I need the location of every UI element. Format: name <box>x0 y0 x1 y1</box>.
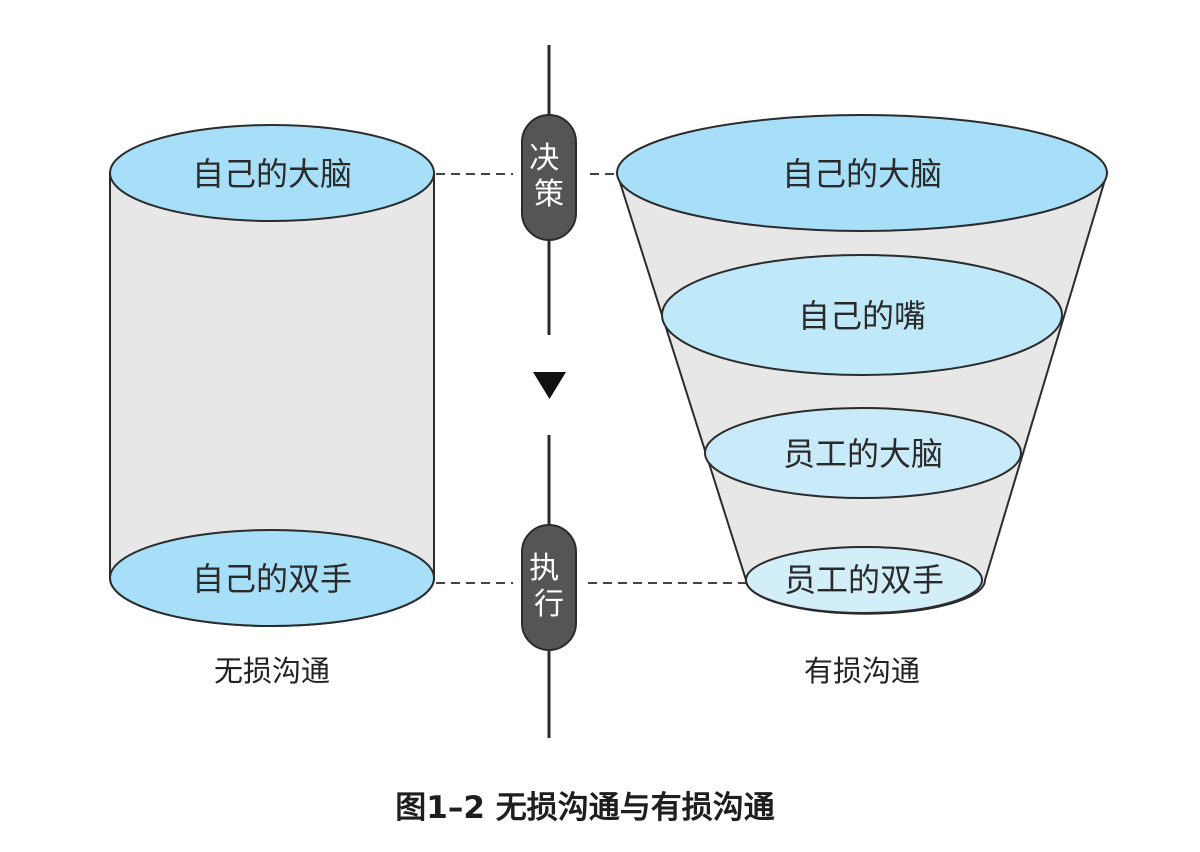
lossless-cylinder: 自己的大脑 自己的双手 无损沟通 <box>109 124 435 688</box>
decision-char-1: 决 <box>529 141 559 176</box>
cylinder-bottom-ellipse <box>109 529 435 627</box>
figure-title: 图1–2 无损沟通与有损沟通 <box>395 790 774 826</box>
cylinder-bottom-label: 自己的双手 <box>192 560 352 598</box>
cylinder-top-ellipse <box>109 124 435 222</box>
execution-char-1: 执 <box>529 551 559 586</box>
lossy-funnel: 自己的大脑 自己的嘴 员工的大脑 员工的双手 有损沟通 <box>615 114 1109 688</box>
lossless-caption: 无损沟通 <box>214 654 330 688</box>
funnel-layer-4-ellipse <box>745 546 983 614</box>
funnel-layer-3-ellipse <box>704 407 1022 499</box>
execution-pill: 执 行 <box>521 524 577 651</box>
funnel-layer-4-label: 员工的双手 <box>784 561 944 599</box>
cylinder-top-label: 自己的大脑 <box>192 155 352 193</box>
lossy-caption: 有损沟通 <box>804 654 920 688</box>
decision-pill-label: 决 策 <box>529 141 569 212</box>
execution-char-2: 行 <box>534 587 564 622</box>
center-axis: 决 策 执 行 <box>436 45 746 738</box>
down-triangle-icon <box>533 372 566 399</box>
funnel-layer-2-label: 自己的嘴 <box>798 297 926 335</box>
funnel-layer-3-label: 员工的大脑 <box>783 435 943 473</box>
funnel-layer-1-ellipse <box>616 114 1108 232</box>
decision-pill: 决 策 <box>521 114 577 241</box>
funnel-layer-1-label: 自己的大脑 <box>782 155 942 193</box>
decision-char-2: 策 <box>534 177 564 212</box>
execution-pill-label: 执 行 <box>529 551 569 622</box>
funnel-layer-2-ellipse <box>661 254 1063 376</box>
